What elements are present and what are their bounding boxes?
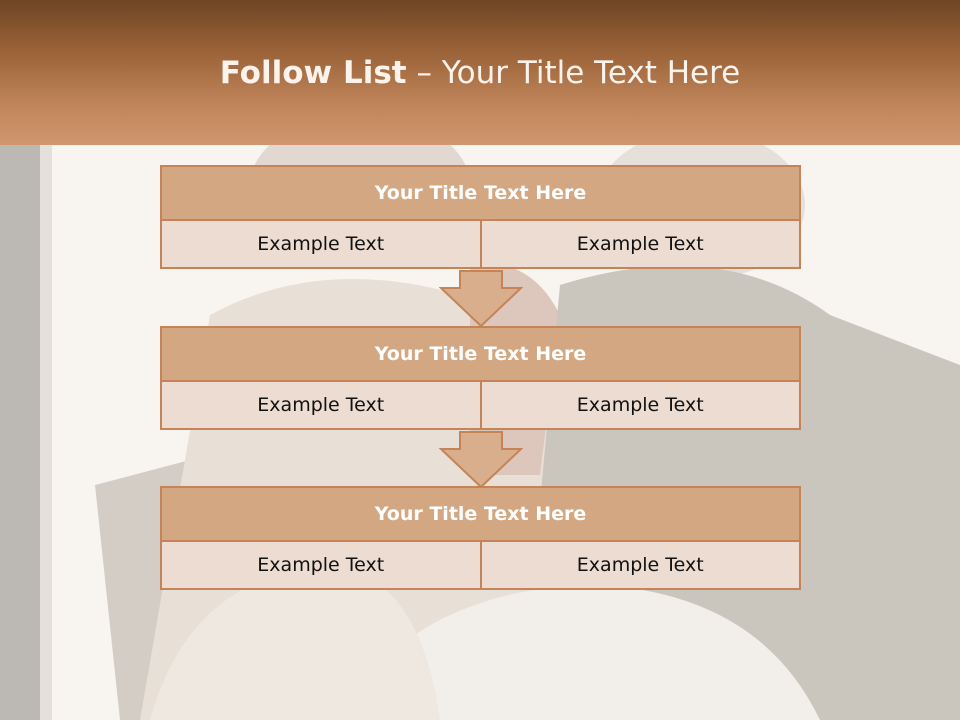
step-cell-right: Example Text bbox=[479, 540, 801, 590]
step-block-2: Your Title Text Here Example Text Exampl… bbox=[160, 326, 801, 430]
step-block-1: Your Title Text Here Example Text Exampl… bbox=[160, 165, 801, 269]
slide-title: Follow List – Your Title Text Here bbox=[0, 55, 960, 91]
step-title: Your Title Text Here bbox=[160, 326, 801, 382]
down-arrow-icon bbox=[439, 270, 523, 328]
step-cell-left: Example Text bbox=[160, 380, 482, 430]
step-row: Example Text Example Text bbox=[160, 219, 801, 269]
slide-title-rest: – Your Title Text Here bbox=[406, 55, 741, 91]
slide-title-bold: Follow List bbox=[219, 55, 407, 91]
step-row: Example Text Example Text bbox=[160, 380, 801, 430]
down-arrow-icon bbox=[439, 431, 523, 489]
title-bar: Follow List – Your Title Text Here bbox=[0, 0, 960, 145]
step-cell-left: Example Text bbox=[160, 540, 482, 590]
step-title: Your Title Text Here bbox=[160, 486, 801, 542]
step-cell-left: Example Text bbox=[160, 219, 482, 269]
step-title: Your Title Text Here bbox=[160, 165, 801, 221]
step-row: Example Text Example Text bbox=[160, 540, 801, 590]
step-cell-right: Example Text bbox=[479, 380, 801, 430]
step-cell-right: Example Text bbox=[479, 219, 801, 269]
step-block-3: Your Title Text Here Example Text Exampl… bbox=[160, 486, 801, 590]
